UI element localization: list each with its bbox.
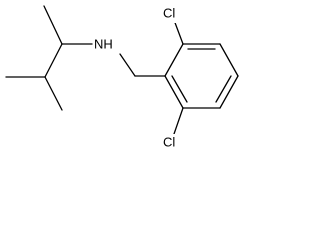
atom-label-nh: NH (94, 37, 113, 52)
bond-isopropyl-methyl-down (44, 76, 63, 111)
bond-nh-to-ch2 (119, 53, 136, 77)
atom-label-cl-bottom: Cl (163, 135, 175, 150)
atom-label-cl-top: Cl (163, 6, 175, 21)
ring-double-bond-left (171, 75, 188, 103)
ring-bond-1 (164, 43, 184, 77)
bond-ch-to-ch-isopropyl (44, 43, 63, 78)
structural-formula: NH Cl Cl (5, 5, 239, 152)
bond-methyl-top (43, 5, 63, 45)
ring-bond-6 (164, 75, 184, 109)
ring-bond-4 (219, 75, 239, 109)
ring-double-bond-right (215, 75, 232, 103)
bond-ring-to-cl-top (173, 19, 184, 45)
bond-ring-to-cl-bottom (173, 107, 184, 135)
ring-bond-3 (219, 43, 239, 77)
